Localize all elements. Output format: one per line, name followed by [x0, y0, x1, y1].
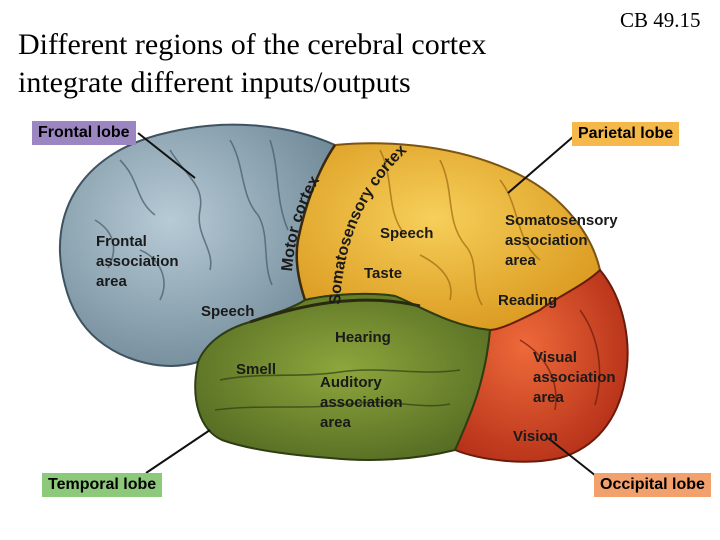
lateral-fissure	[249, 298, 421, 324]
parietal-pointer-line	[507, 135, 575, 194]
frontal-gyri	[94, 139, 289, 301]
vision-label: Vision	[513, 428, 558, 445]
somatosensory-association-label: Somatosensory association area	[505, 212, 622, 269]
figure-reference: CB 49.15	[620, 8, 701, 32]
occipital-lobe-tag: Occipital lobe	[594, 473, 711, 497]
hearing-label: Hearing	[335, 329, 391, 346]
frontal-lobe-tag: Frontal lobe	[32, 121, 136, 145]
speech-frontal-label: Speech	[201, 303, 254, 320]
smell-label: Smell	[236, 361, 276, 378]
frontal-association-line-1: Frontal	[96, 233, 147, 250]
auditory-association-line-1: Auditory	[320, 374, 382, 391]
reading-label: Reading	[498, 292, 557, 309]
temporal-lobe-tag: Temporal lobe	[42, 473, 163, 497]
visual-association-label: Visual association area	[533, 349, 620, 406]
taste-label: Taste	[364, 265, 402, 282]
somatosensory-association-line-2: association	[505, 232, 588, 249]
title-line-1: Different regions of the cerebral cortex	[18, 28, 487, 61]
temporal-pointer-line	[145, 429, 211, 474]
occipital-gyri	[519, 309, 601, 411]
central-sulcus	[295, 144, 337, 301]
frontal-association-line-2: association	[96, 253, 179, 270]
speech-parietal-label: Speech	[380, 225, 433, 242]
pointer-lines	[137, 132, 597, 477]
temporal-gyri	[214, 369, 461, 411]
auditory-association-label: Auditory association area	[320, 374, 407, 431]
parietal-gyri	[379, 149, 541, 306]
visual-association-line-1: Visual	[533, 349, 577, 366]
auditory-association-line-3: area	[320, 414, 352, 431]
frontal-pointer-line	[137, 132, 196, 179]
parietal-lobe-tag: Parietal lobe	[572, 122, 680, 146]
frontal-association-line-3: area	[96, 273, 128, 290]
visual-association-line-2: association	[533, 369, 616, 386]
somatosensory-association-line-3: area	[505, 252, 537, 269]
title-line-2: integrate different inputs/outputs	[18, 66, 411, 99]
somatosensory-association-line-1: Somatosensory	[505, 212, 618, 229]
occipital-pointer-line	[547, 437, 597, 477]
frontal-association-label: Frontal association area	[96, 233, 183, 290]
slide-title: Different regions of the cerebral cortex…	[18, 26, 598, 102]
visual-association-line-3: area	[533, 389, 565, 406]
auditory-association-line-2: association	[320, 394, 403, 411]
